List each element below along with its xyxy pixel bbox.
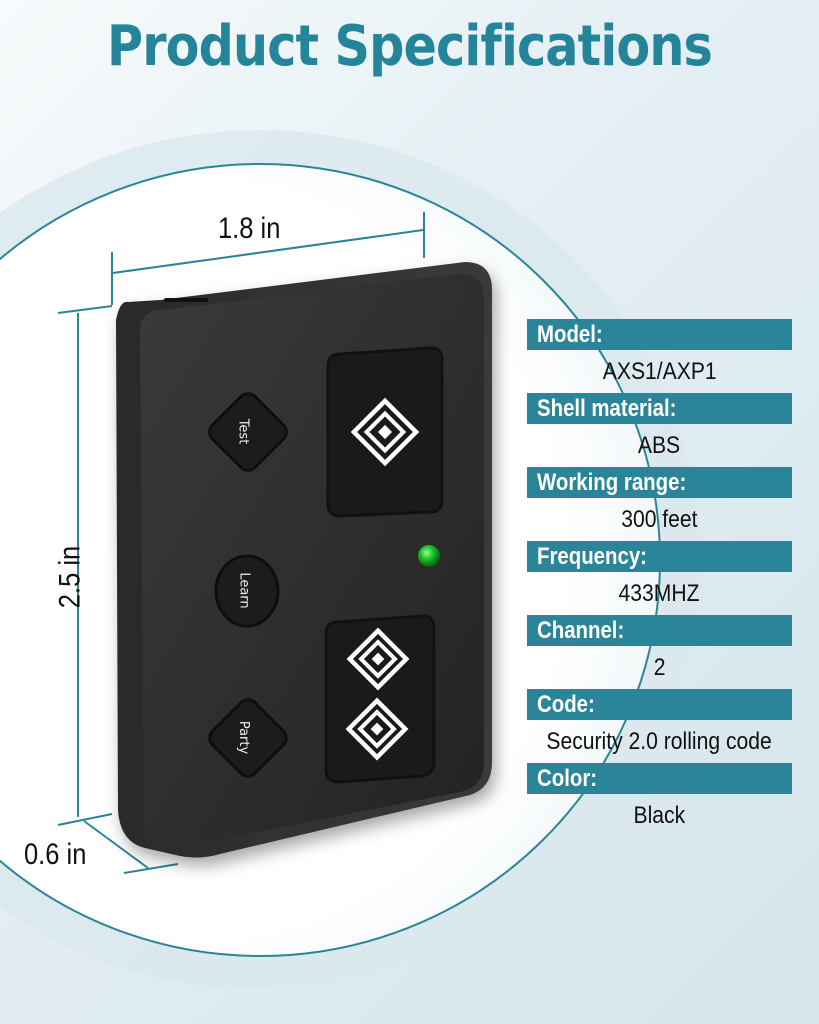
spec-label: Frequency:	[537, 543, 647, 570]
party-button-label: Party	[236, 720, 252, 755]
spec-channel: Channel: 2	[527, 615, 792, 689]
learn-button[interactable]	[214, 554, 280, 628]
party-button[interactable]	[206, 696, 291, 781]
large-button-one[interactable]	[326, 346, 444, 518]
spec-code: Code: Security 2.0 rolling code	[527, 689, 792, 763]
concentric-diamond-icon	[350, 397, 420, 467]
spec-value: ABS	[638, 432, 681, 459]
spec-label: Channel:	[537, 617, 625, 644]
remote-device: Test Learn Party	[100, 250, 510, 880]
spec-label: Code:	[537, 691, 595, 718]
spec-value: Black	[633, 802, 686, 829]
height-dimension-label: 2.5 in	[53, 545, 87, 609]
status-led	[418, 545, 440, 567]
test-button[interactable]	[206, 390, 291, 475]
large-button-two[interactable]	[324, 614, 436, 784]
spec-model: Model: AXS1/AXP1	[527, 319, 792, 393]
specs-panel: Model: AXS1/AXP1 Shell material: ABS Wor…	[527, 319, 792, 837]
spec-value: 300 feet	[621, 506, 698, 533]
device-body	[116, 262, 492, 858]
spec-label: Working range:	[537, 469, 687, 496]
spec-shell-material: Shell material: ABS	[527, 393, 792, 467]
width-dimension-label: 1.8 in	[218, 212, 281, 245]
spec-label: Color:	[537, 765, 598, 792]
spec-label: Model:	[537, 321, 603, 348]
learn-button-label: Learn	[236, 572, 252, 609]
test-button-label: Test	[235, 418, 251, 445]
spec-value: 2	[653, 654, 666, 681]
spec-color: Color: Black	[527, 763, 792, 837]
spec-label: Shell material:	[537, 395, 677, 422]
spec-working-range: Working range: 300 feet	[527, 467, 792, 541]
spec-value: AXS1/AXP1	[602, 358, 717, 385]
spec-frequency: Frequency: 433MHZ	[527, 541, 792, 615]
spec-value: Security 2.0 rolling code	[546, 728, 773, 755]
spec-value: 433MHZ	[619, 580, 700, 607]
page-title: Product Specifications	[106, 14, 713, 79]
depth-dimension-label: 0.6 in	[24, 838, 87, 871]
